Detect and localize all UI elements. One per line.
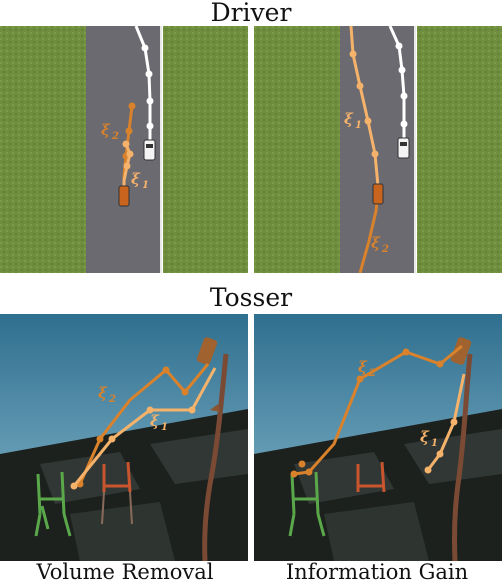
- driver-volume-removal-panel: ξ 2 ξ 1: [0, 26, 248, 273]
- xi2-label: ξ: [101, 121, 111, 139]
- xi1-label: ξ: [131, 170, 141, 188]
- xi2-subscript: 2: [111, 131, 119, 142]
- xi2-subscript: 2: [108, 394, 116, 405]
- xi1-label: ξ: [420, 428, 430, 446]
- robot-car-icon: [372, 183, 384, 205]
- xi2-label: ξ: [358, 358, 368, 376]
- pole: [202, 353, 229, 561]
- trajectory-xi2: [78, 363, 210, 485]
- tosser-scene-right: ξ 2 ξ 1: [254, 314, 502, 561]
- tosser-information-gain-panel: ξ 2 ξ 1: [254, 314, 502, 561]
- green-chair: [34, 471, 72, 537]
- xi2-label: ξ: [98, 384, 108, 402]
- red-chair: [356, 461, 386, 493]
- xi1-subscript: 1: [161, 422, 168, 433]
- xi1-subscript: 1: [142, 180, 149, 191]
- tosser-title: Tosser: [209, 283, 293, 312]
- xi1-label: ξ: [150, 412, 160, 430]
- xi2-subscript: 2: [368, 368, 376, 379]
- tosser-volume-removal-panel: ξ 2 ξ 1: [0, 314, 248, 561]
- green-chair: [288, 471, 326, 537]
- human-car-icon: [143, 139, 156, 161]
- grass-right: [163, 26, 248, 273]
- trajectory-xi1: [349, 26, 380, 187]
- human-car-waypoints: [141, 44, 154, 130]
- grass-right: [417, 26, 502, 273]
- red-chair: [101, 461, 133, 525]
- driver-scene-right: ξ 1 ξ 2: [254, 26, 502, 273]
- grass-left: [254, 26, 340, 273]
- robot-car-icon: [118, 185, 130, 207]
- xi1-label: ξ: [344, 110, 354, 128]
- bucket: [196, 337, 218, 365]
- xi1-subscript: 1: [355, 120, 362, 131]
- driver-title: Driver: [210, 0, 292, 27]
- human-car-icon: [397, 137, 410, 159]
- pole: [451, 353, 473, 561]
- tosser-scene-left: ξ 2 ξ 1: [0, 314, 248, 561]
- xi1-subscript: 1: [431, 438, 438, 449]
- human-car-trajectory: [134, 26, 152, 148]
- caption-volume-removal: Volume Removal: [36, 560, 214, 584]
- driver-scene-left: ξ 2 ξ 1: [0, 26, 248, 273]
- grass-left: [0, 26, 86, 273]
- bucket: [450, 337, 472, 365]
- human-car-trajectory: [388, 26, 406, 146]
- caption-information-gain: Information Gain: [285, 560, 469, 584]
- driver-information-gain-panel: ξ 1 ξ 2: [254, 26, 502, 273]
- xi2-subscript: 2: [381, 244, 389, 255]
- trajectory-xi1: [426, 373, 466, 471]
- xi2-label: ξ: [371, 234, 381, 252]
